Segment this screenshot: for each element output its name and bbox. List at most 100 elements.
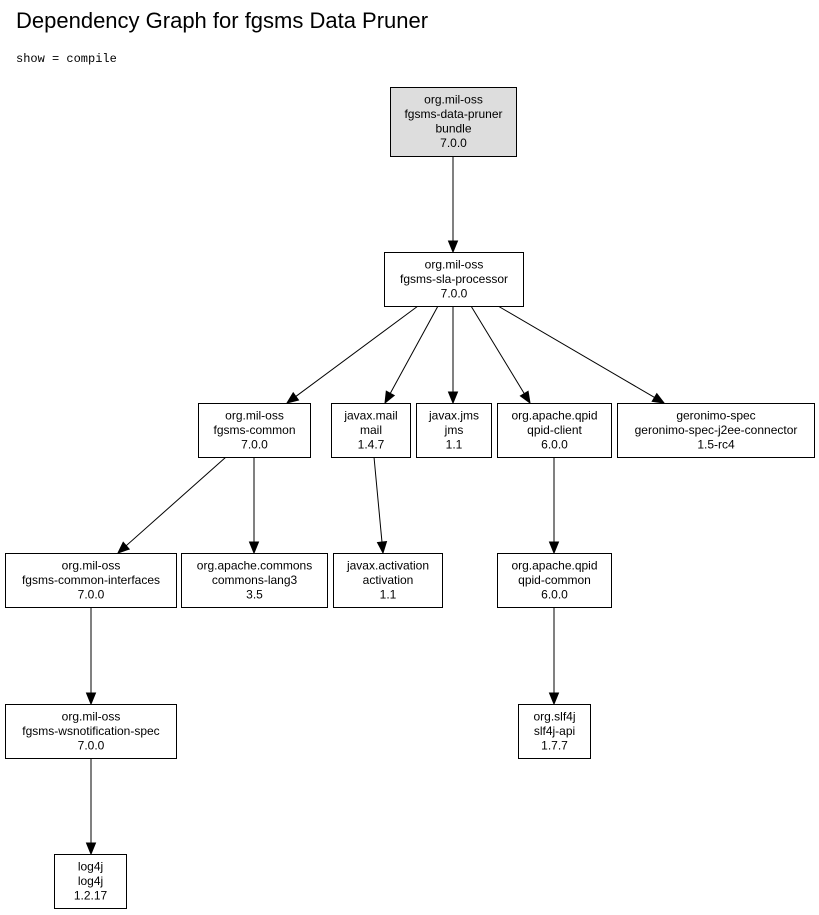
arrowhead [384, 390, 396, 405]
node-version: 1.1 [446, 437, 463, 451]
node-artifact: jms [444, 423, 464, 437]
edge-pruner-to-sla [447, 156, 459, 254]
edge-line [373, 456, 383, 543]
node-artifact: bundle [435, 122, 471, 136]
node-box [54, 854, 127, 909]
edge-sla-to-qpidclient [470, 305, 531, 405]
arrowhead [248, 541, 260, 555]
edge-mail-to-activation [373, 456, 388, 555]
node-version: 6.0.0 [541, 437, 568, 451]
arrowhead [548, 541, 560, 555]
node-version: 7.0.0 [440, 136, 467, 150]
node-version: 6.0.0 [541, 587, 568, 601]
graph-edges [85, 156, 666, 856]
node-artifact: activation [363, 573, 414, 587]
node-box [497, 553, 612, 608]
edge-line [497, 305, 655, 398]
node-version: 1.7.7 [541, 738, 568, 752]
arrowhead [376, 541, 388, 555]
graph-scope-label: show = compile [16, 52, 117, 66]
node-group-id: javax.activation [346, 558, 429, 572]
node-group-id: log4j [78, 859, 103, 873]
arrowhead [651, 392, 666, 404]
node-group-id: org.slf4j [533, 709, 575, 723]
edge-wsn-to-log4j [85, 758, 97, 856]
edge-interfaces-to-wsn [85, 607, 97, 706]
node-version: 7.0.0 [78, 587, 105, 601]
edge-sla-to-mail [384, 305, 439, 405]
node-artifact: qpid-common [518, 573, 591, 587]
edge-line [125, 456, 227, 547]
node-group-id: org.mil-oss [225, 408, 284, 422]
node-group-id: geronimo-spec [676, 408, 755, 422]
node-group-id: javax.jms [428, 408, 479, 422]
graph-nodes: org.mil-ossfgsms-data-prunerbundle7.0.0o… [5, 87, 815, 909]
page-title: Dependency Graph for fgsms Data Pruner [16, 8, 429, 33]
node-box [518, 704, 591, 759]
node-artifact: fgsms-wsnotification-spec [22, 724, 159, 738]
node-group-id: javax.mail [343, 408, 397, 422]
arrowhead [85, 842, 97, 856]
edge-line [389, 305, 439, 394]
node-box [390, 87, 517, 157]
node-box [333, 553, 443, 608]
node-geronimo: geronimo-specgeronimo-spec-j2ee-connecto… [617, 403, 815, 458]
edge-sla-to-common [285, 305, 419, 404]
node-group-id: org.mil-oss [424, 93, 483, 107]
node-group-id: org.apache.qpid [511, 408, 597, 422]
node-group-id: org.mil-oss [62, 558, 121, 572]
node-artifact: fgsms-sla-processor [400, 272, 508, 286]
node-group-id: org.mil-oss [62, 709, 121, 723]
edge-common-to-interfaces [117, 456, 227, 554]
node-version: 1.2.17 [74, 888, 108, 902]
arrowhead [85, 692, 97, 706]
node-box [331, 403, 411, 458]
node-group-id: org.apache.qpid [511, 558, 597, 572]
node-artifact: fgsms-common-interfaces [22, 573, 160, 587]
arrowhead [285, 391, 300, 404]
node-artifact: mail [360, 423, 382, 437]
node-box [198, 403, 311, 458]
edge-sla-to-jms [447, 306, 459, 405]
node-artifact: fgsms-data-pruner [404, 107, 502, 121]
node-version: 7.0.0 [78, 738, 105, 752]
node-box [416, 403, 492, 458]
arrowhead [117, 541, 131, 554]
node-version: 1.5-rc4 [697, 437, 735, 451]
node-version: 1.4.7 [358, 437, 385, 451]
edge-sla-to-geronimo [497, 305, 666, 404]
arrowhead [519, 390, 531, 405]
arrowhead [548, 692, 560, 706]
arrowhead [447, 391, 459, 405]
node-group-id: org.mil-oss [425, 257, 484, 271]
edge-common-to-lang3 [248, 457, 260, 555]
node-box [497, 403, 612, 458]
edge-line [295, 305, 419, 397]
node-version: 3.5 [246, 587, 263, 601]
edge-qpidcommon-to-slf4j [548, 607, 560, 706]
node-group-id: org.apache.commons [197, 558, 312, 572]
node-artifact: log4j [78, 874, 103, 888]
node-version: 1.1 [380, 587, 397, 601]
edge-qpidclient-to-qpidcommon [548, 457, 560, 555]
node-version: 7.0.0 [441, 286, 468, 300]
node-box [181, 553, 328, 608]
node-wsn: org.mil-ossfgsms-wsnotification-spec7.0.… [5, 704, 177, 759]
arrowhead [447, 240, 459, 254]
node-artifact: commons-lang3 [212, 573, 298, 587]
node-box [5, 553, 177, 608]
node-artifact: slf4j-api [534, 724, 575, 738]
